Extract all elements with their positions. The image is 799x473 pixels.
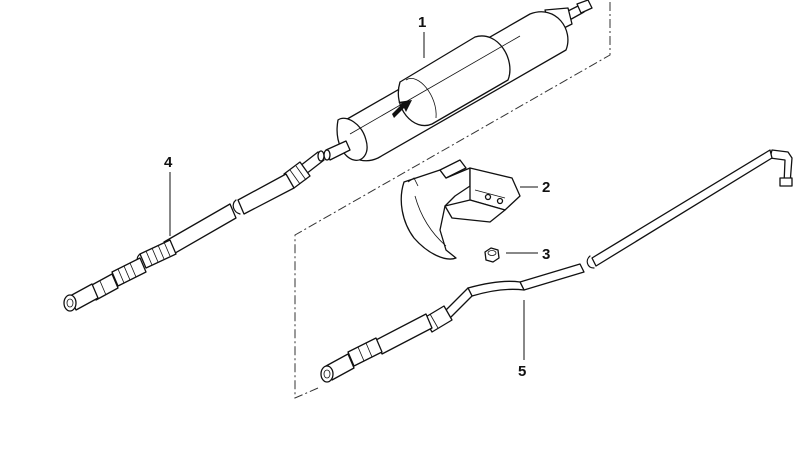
assembly-boundary [294,2,611,399]
callout-4: 4 [164,154,173,171]
fuel-feed-hose [63,150,325,312]
callout-2: 2 [542,179,550,196]
flow-arrow-icon [392,100,412,118]
fuel-return-line [320,149,793,383]
hex-nut [484,247,500,263]
mounting-bracket [400,159,521,260]
callout-3: 3 [542,246,550,263]
callout-1: 1 [418,14,426,31]
fuel-filter [323,0,593,162]
leader-lines [169,32,538,360]
callout-5: 5 [518,363,526,380]
